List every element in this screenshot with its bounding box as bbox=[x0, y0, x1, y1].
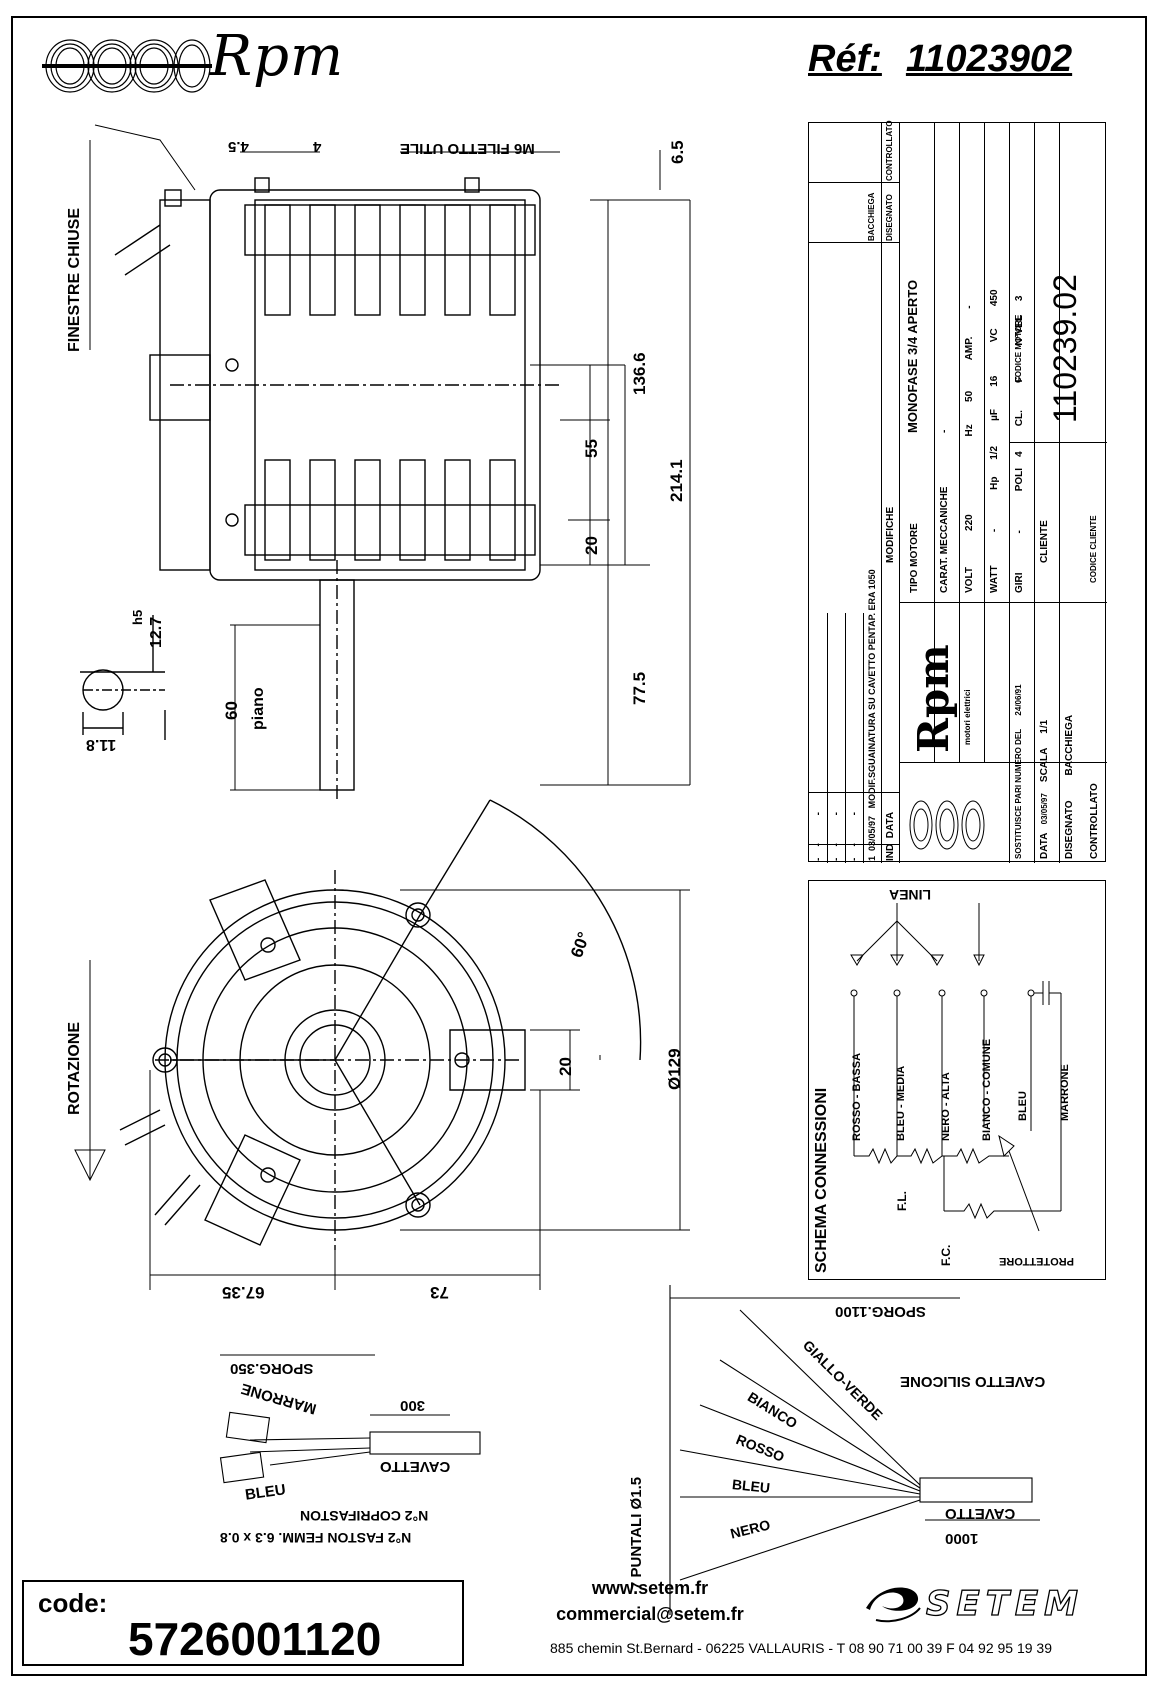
ref-value: 11023902 bbox=[905, 38, 1073, 80]
tipo-motore-label: TIPO MOTORE bbox=[909, 523, 920, 593]
reference-number: Réf: 11023902 bbox=[808, 38, 1096, 81]
disegnato-header: DISEGNATO bbox=[885, 194, 894, 241]
rev-header: IND DATA bbox=[885, 811, 896, 861]
shaft-12-7: 12.7 bbox=[148, 616, 165, 648]
wire-bleu: BLEU bbox=[1017, 1091, 1029, 1121]
title-logo-word: Rpm bbox=[909, 644, 958, 753]
protettore-label: PROTETTORE bbox=[999, 1255, 1074, 1267]
wire-rosso-bassa: ROSSO - BASSA bbox=[851, 1052, 863, 1141]
schema-lines bbox=[850, 903, 1062, 1232]
dim-4-5: 4.5 bbox=[228, 138, 249, 155]
carat-val: - bbox=[939, 429, 950, 433]
rev-row-2: - - - bbox=[849, 812, 860, 861]
dim-4: 4 bbox=[313, 138, 322, 155]
dim-300: 300 bbox=[400, 1397, 426, 1414]
title-logo-sub: motori elettrici bbox=[963, 689, 972, 745]
dim-60: 60 bbox=[222, 701, 241, 720]
carat-label: CARAT. MECCANICHE bbox=[939, 486, 950, 593]
code-value: 5726001120 bbox=[128, 1613, 382, 1665]
dim-20-front: 20 bbox=[556, 1057, 575, 1076]
drawing-frame bbox=[11, 16, 1147, 1676]
shaft-11-8: 11.8 bbox=[86, 736, 117, 753]
setem-swirl-icon bbox=[866, 1587, 921, 1623]
controllato-label: CONTROLLATO bbox=[1089, 783, 1100, 859]
data-row: DATA 03/05/97 SCALA 1/1 bbox=[1039, 719, 1050, 859]
dim-77-5: 77.5 bbox=[630, 671, 649, 705]
wire-nero-alta: NERO - ALTA bbox=[940, 1072, 952, 1141]
setem-brand: SETEM bbox=[925, 1583, 1084, 1624]
disegnato-val: BACCHIEGA bbox=[867, 192, 876, 241]
code-label: code: bbox=[38, 1588, 108, 1618]
faston-label: N°2 FASTON FEMM. 6.3 x 0.8 bbox=[220, 1530, 412, 1546]
rotation-label: ROTAZIONE bbox=[66, 1021, 83, 1115]
shaft-h5: h5 bbox=[130, 609, 145, 625]
cliente-label: CLIENTE bbox=[1039, 520, 1050, 563]
linea-label: LINEA bbox=[889, 887, 931, 903]
website-link[interactable]: www.setem.fr bbox=[591, 1578, 709, 1598]
dim-55: 55 bbox=[582, 439, 601, 458]
codice-motore-val: 110239.02 bbox=[1047, 274, 1083, 423]
rev-row-1: 1 03/05/97 MODIF.SGUAINATURA SU CAVETTO … bbox=[867, 569, 877, 861]
cavetto-left: CAVETTO bbox=[380, 1458, 451, 1475]
title-logo bbox=[907, 765, 997, 855]
rev-row-3: - - - bbox=[831, 812, 842, 861]
watt-row: WATT - Hp 1/2 µF 16 VC 450 bbox=[989, 289, 1000, 593]
sporg-350: SPORG.350 bbox=[230, 1360, 314, 1377]
diameter-129: Ø129 bbox=[665, 1048, 684, 1090]
dim-20-side: 20 bbox=[582, 536, 601, 555]
coils-icon bbox=[909, 800, 985, 850]
wire-bleu-media: BLEU - MEDIA bbox=[895, 1065, 907, 1141]
dim-67-35: 67.35 bbox=[222, 1283, 265, 1302]
piano-label: piano bbox=[250, 687, 267, 730]
thread-label: M6 FILETTO UTILE bbox=[400, 140, 535, 157]
codice-motore-label: CODICE MOTORE bbox=[1014, 314, 1023, 383]
code-box: code: 5726001120 bbox=[22, 1580, 464, 1666]
dim-73: 73 bbox=[430, 1283, 449, 1302]
address: 885 chemin St.Bernard - 06225 VALLAURIS … bbox=[550, 1640, 1052, 1656]
fc-label: F.C. bbox=[939, 1244, 953, 1266]
controllato-header: CONTROLLATO bbox=[885, 120, 894, 181]
dim-136-6: 136.6 bbox=[630, 352, 649, 395]
email-link[interactable]: commercial@setem.fr bbox=[556, 1604, 744, 1624]
coprifaston-label: N°2 COPRIFASTON bbox=[300, 1508, 429, 1524]
rpm-coils-icon bbox=[42, 39, 212, 93]
wire-bianco-comune: BIANCO - COMUNE bbox=[981, 1038, 993, 1141]
dim-6-5: 6.5 bbox=[668, 140, 687, 164]
sporg-1100: SPORG.1100 bbox=[835, 1303, 926, 1320]
puntali-label: 7 PUNTALI Ø1.5 bbox=[628, 1476, 645, 1590]
finestre-label: FINESTRE CHIUSE bbox=[66, 207, 83, 352]
wiring-schema: LINEA SCHEMA CONNESSIONI ROSSO - BASSA B… bbox=[808, 880, 1106, 1280]
codice-cliente-label: CODICE CLIENTE bbox=[1089, 515, 1098, 583]
rev-row-4: - - - bbox=[813, 812, 824, 861]
dim-1000: 1000 bbox=[945, 1530, 979, 1547]
brand-name: Rpm bbox=[210, 24, 345, 89]
modifiche-header: MODIFICHE bbox=[885, 506, 896, 563]
schema-title: SCHEMA CONNESSIONI bbox=[813, 1087, 830, 1273]
wire-marrone: MARRONE bbox=[1059, 1064, 1071, 1121]
terminal-box bbox=[149, 354, 211, 421]
title-block: - - - - - - - - - 1 03/05/97 MODIF.SGUAI… bbox=[808, 120, 1107, 863]
disegnato-row: DISEGNATO BACCHIEGA bbox=[1064, 714, 1075, 859]
dim-214-1: 214.1 bbox=[667, 459, 686, 502]
volt-row: VOLT 220 Hz 50 AMP. - bbox=[964, 305, 975, 593]
setem-logo: SETEM bbox=[862, 1578, 1132, 1628]
sostituisce: SOSTITUISCE PARI NUMERO DEL 24/06/91 bbox=[1014, 684, 1023, 859]
cavetto-right: CAVETTO bbox=[945, 1505, 1016, 1522]
fl-label: F.L. bbox=[895, 1191, 909, 1211]
ref-label: Réf: bbox=[808, 38, 882, 80]
cavetto-silicone: CAVETTO SILICONE bbox=[900, 1373, 1046, 1390]
tipo-motore-val: MONOFASE 3/4 APERTO bbox=[905, 279, 920, 433]
rpm-logo: Rpm bbox=[42, 24, 372, 100]
